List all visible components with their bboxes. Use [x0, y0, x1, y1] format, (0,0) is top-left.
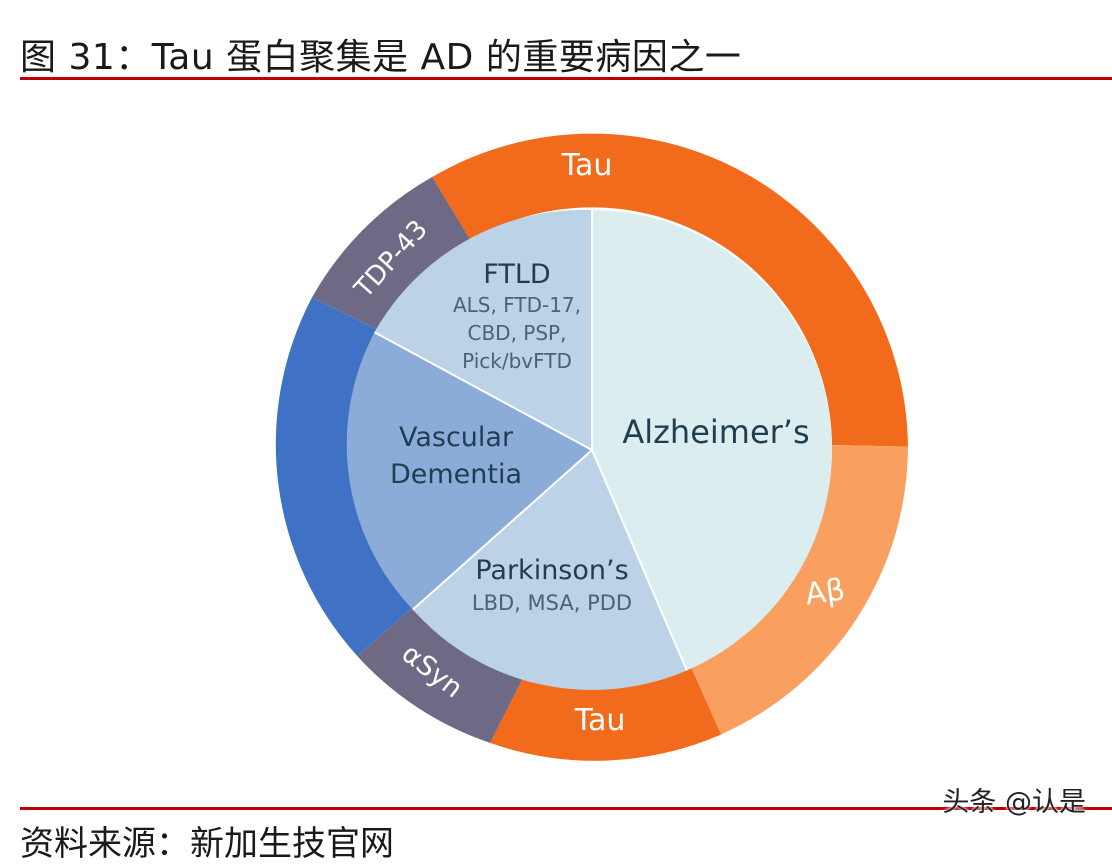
outer-ring-tau-bottom: [490, 665, 722, 761]
disease-protein-diagram: Alzheimer’s Parkinson’s LBD, MSA, PDD Va…: [275, 133, 908, 761]
outer-ring-abeta: [690, 445, 908, 735]
tau-bottom-label: Tau: [574, 703, 626, 738]
outer-ring-asyn: [357, 605, 526, 743]
ftld-detail-line2: CBD, PSP,: [468, 321, 567, 345]
alzheimers-label: Alzheimer’s: [622, 413, 809, 451]
parkinsons-detail: LBD, MSA, PDD: [472, 591, 632, 615]
segment-ftld: [374, 209, 592, 450]
ftld-detail-line1: ALS, FTD-17,: [453, 293, 581, 317]
segment-vascular-dementia: [346, 332, 592, 610]
source-note: 资料来源：新加生技官网: [20, 824, 394, 864]
abeta-label: Aβ: [803, 572, 847, 612]
watermark: 头条 @认是: [942, 787, 1086, 818]
ftld-label: FTLD: [483, 259, 550, 290]
vascular-label-line2: Dementia: [390, 459, 522, 490]
tau-top-label: Tau: [561, 148, 613, 183]
source-rule: [20, 807, 1112, 810]
outer-ring-tau-top: [432, 133, 908, 447]
figure-title: 图 31：Tau 蛋白聚集是 AD 的重要病因之一: [20, 37, 742, 78]
segment-parkinsons: [412, 450, 687, 690]
segment-separators: [374, 210, 688, 671]
segment-alzheimers: [592, 210, 832, 671]
ftld-detail-line3: Pick/bvFTD: [462, 349, 572, 373]
outer-ring-tdp43: [312, 177, 471, 332]
title-rule: [20, 77, 1112, 80]
parkinsons-label: Parkinson’s: [475, 555, 628, 586]
vascular-label-line1: Vascular: [399, 422, 514, 453]
